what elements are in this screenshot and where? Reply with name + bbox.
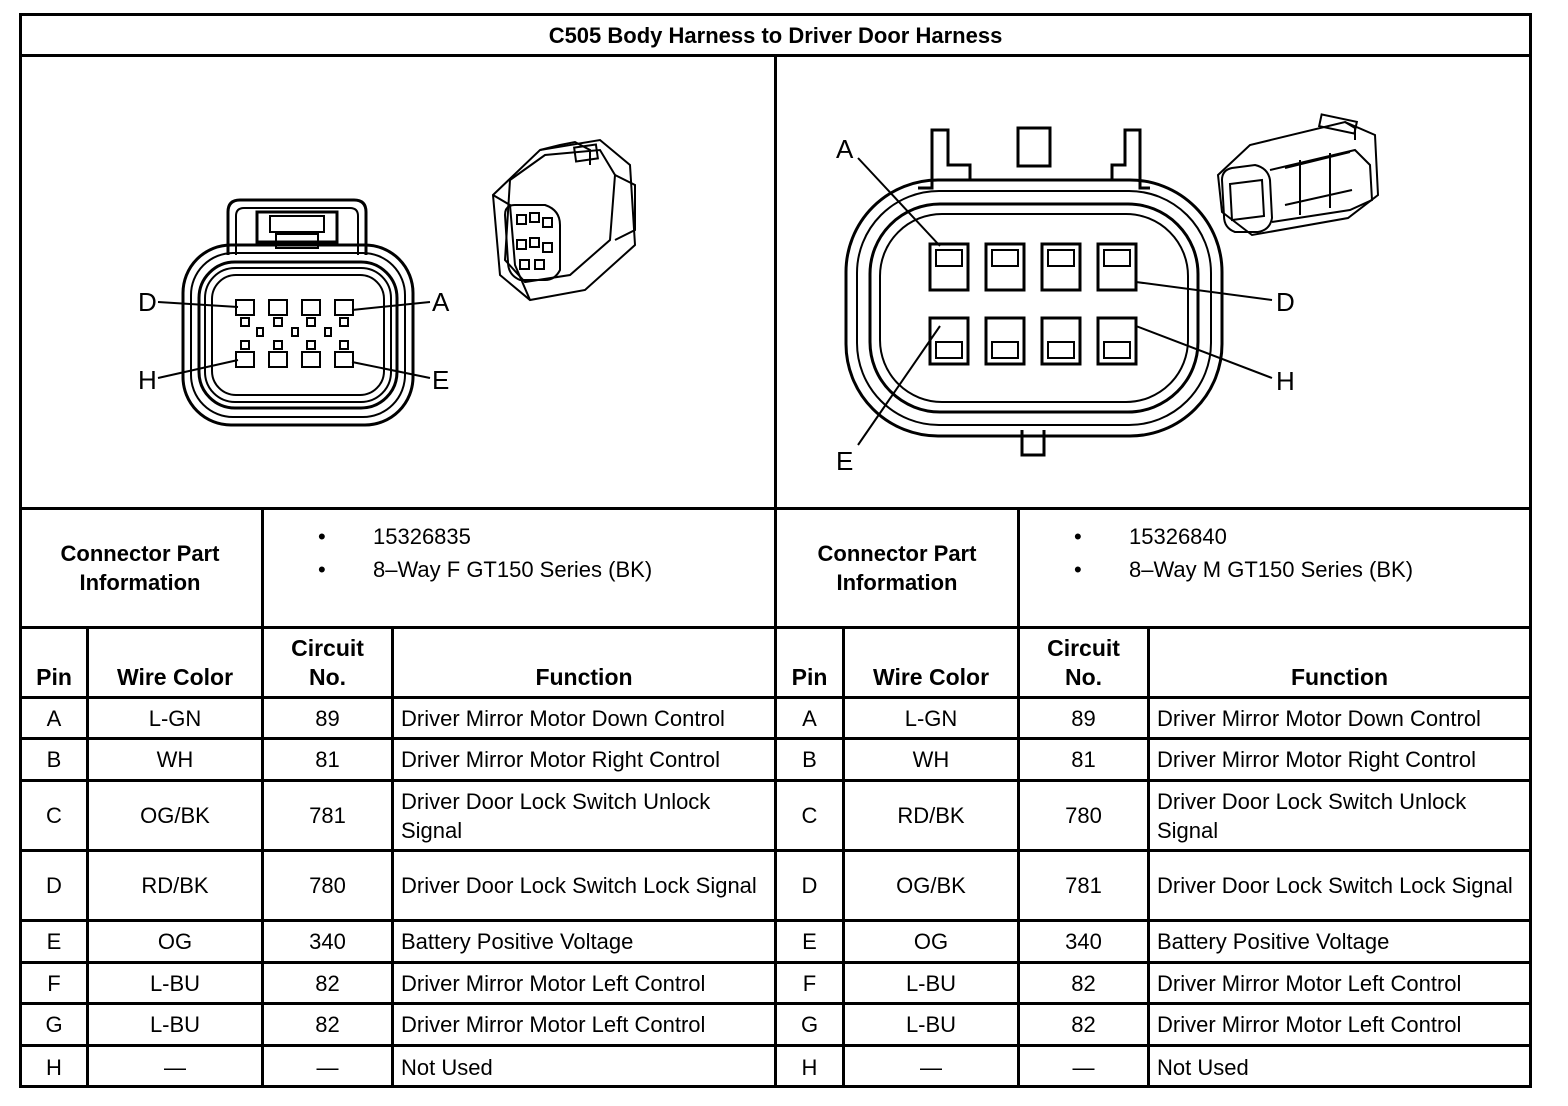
right-header-wire-color: Wire Color xyxy=(872,664,990,690)
left-header-function: Function xyxy=(535,664,633,690)
right-wire-color-cell: OG xyxy=(913,929,949,954)
right-pin-cell: B xyxy=(802,747,817,772)
left-circuit-cell: 82 xyxy=(315,1012,340,1037)
right-function-cell: Driver Mirror Motor Down Control xyxy=(1157,705,1481,731)
right-label-e: E xyxy=(836,446,853,476)
right-pin-cell: C xyxy=(801,803,818,828)
right-pin-cell: F xyxy=(802,970,817,996)
right-function-cell: Driver Mirror Motor Left Control xyxy=(1157,970,1462,996)
right-header-function: Function xyxy=(1290,664,1389,690)
list-item: •15326840 xyxy=(1074,524,1227,549)
left-connector-info-label: Connector Part Information xyxy=(60,541,220,595)
left-function-cell: Battery Positive Voltage xyxy=(401,929,634,954)
left-wire-color-cell: L-BU xyxy=(149,1012,201,1037)
left-wire-color-cell: L-BU xyxy=(149,970,201,996)
left-pin-cell: A xyxy=(46,705,62,731)
list-item: •8–Way F GT150 Series (BK) xyxy=(318,557,653,582)
left-function-cell: Driver Mirror Motor Left Control xyxy=(401,970,706,996)
right-header-circuit: Circuit No. xyxy=(1047,635,1120,690)
left-circuit-cell: 780 xyxy=(309,873,346,898)
left-wire-color-cell: RD/BK xyxy=(141,873,209,898)
female-connector-face-diagram: D A H E xyxy=(138,138,637,427)
left-label-e: E xyxy=(432,365,449,395)
left-pin-cell: H xyxy=(46,1055,62,1080)
list-item: •15326835 xyxy=(318,524,471,549)
left-circuit-cell: 89 xyxy=(315,705,340,731)
right-wire-color-cell: L-GN xyxy=(904,705,958,731)
left-connector-info-list: •15326835 •8–Way F GT150 Series (BK) xyxy=(318,520,652,586)
right-circuit-cell: 82 xyxy=(1071,1012,1096,1037)
left-label-a: A xyxy=(432,287,450,317)
right-pin-cell: A xyxy=(802,705,817,731)
right-circuit-cell: 81 xyxy=(1071,747,1096,772)
left-wire-color-cell: L-GN xyxy=(148,705,202,731)
right-circuit-cell: 82 xyxy=(1071,970,1096,996)
left-function-cell: Driver Mirror Motor Right Control xyxy=(401,747,721,772)
left-circuit-cell: 781 xyxy=(309,803,346,828)
left-header-pin: Pin xyxy=(36,664,72,690)
right-wire-color-cell: RD/BK xyxy=(897,803,965,828)
right-pin-cell: G xyxy=(800,1012,819,1037)
left-circuit-cell: 340 xyxy=(309,929,346,954)
left-wire-color-cell: WH xyxy=(156,747,194,772)
left-pin-cell: E xyxy=(46,929,62,954)
left-circuit-cell: 82 xyxy=(315,970,340,996)
left-header-wire-color: Wire Color xyxy=(116,664,234,690)
right-function-cell: Driver Mirror Motor Right Control xyxy=(1157,747,1477,772)
left-function-cell: Not Used xyxy=(401,1055,493,1080)
right-function-cell: Driver Door Lock Switch Lock Signal xyxy=(1157,873,1513,898)
right-pin-cell: D xyxy=(801,873,818,898)
left-function-cell: Driver Mirror Motor Left Control xyxy=(401,1012,706,1037)
left-header-circuit: Circuit No. xyxy=(291,635,364,690)
left-pin-cell: F xyxy=(47,970,61,996)
left-function-cell: Driver Mirror Motor Down Control xyxy=(401,705,725,731)
right-connector-info-list: •15326840 •8–Way M GT150 Series (BK) xyxy=(1074,520,1413,586)
right-wire-color-cell: OG/BK xyxy=(896,873,966,898)
left-circuit-cell: — xyxy=(316,1055,339,1080)
right-label-h: H xyxy=(1276,366,1295,396)
left-pin-cell: C xyxy=(46,803,62,828)
male-connector-face-diagram: A D H E xyxy=(836,113,1380,476)
right-circuit-cell: 780 xyxy=(1065,803,1102,828)
list-item: •8–Way M GT150 Series (BK) xyxy=(1074,557,1414,582)
right-wire-color-cell: WH xyxy=(912,747,950,772)
right-wire-color-cell: L-BU xyxy=(905,1012,957,1037)
right-circuit-cell: 89 xyxy=(1071,705,1096,731)
page-title: C505 Body Harness to Driver Door Harness xyxy=(548,22,1003,48)
right-function-cell: Driver Door Lock Switch Unlock Signal xyxy=(1157,788,1467,843)
right-wire-color-cell: — xyxy=(920,1055,942,1080)
left-label-d: D xyxy=(138,287,157,317)
left-wire-color-cell: OG xyxy=(157,929,193,954)
left-pin-cell: D xyxy=(46,873,62,898)
right-connector-info-label: Connector Part Information xyxy=(817,541,977,595)
left-circuit-cell: 81 xyxy=(315,747,340,772)
right-label-d: D xyxy=(1276,287,1295,317)
left-wire-color-cell: OG/BK xyxy=(140,803,210,828)
right-header-pin: Pin xyxy=(791,664,828,690)
left-pin-cell: G xyxy=(45,1012,63,1037)
left-function-cell: Driver Door Lock Switch Lock Signal xyxy=(401,873,757,898)
right-pin-cell: H xyxy=(801,1055,818,1080)
left-wire-color-cell: — xyxy=(164,1055,186,1080)
right-label-a: A xyxy=(836,134,854,164)
right-wire-color-cell: L-BU xyxy=(905,970,957,996)
left-function-cell: Driver Door Lock Switch Unlock Signal xyxy=(401,788,711,843)
right-circuit-cell: — xyxy=(1072,1055,1095,1080)
right-pin-cell: E xyxy=(802,929,817,954)
left-label-h: H xyxy=(138,365,157,395)
right-circuit-cell: 781 xyxy=(1065,873,1102,898)
right-function-cell: Driver Mirror Motor Left Control xyxy=(1157,1012,1462,1037)
right-circuit-cell: 340 xyxy=(1065,929,1102,954)
left-pin-cell: B xyxy=(46,747,62,772)
right-function-cell: Battery Positive Voltage xyxy=(1157,929,1390,954)
right-function-cell: Not Used xyxy=(1157,1055,1249,1080)
